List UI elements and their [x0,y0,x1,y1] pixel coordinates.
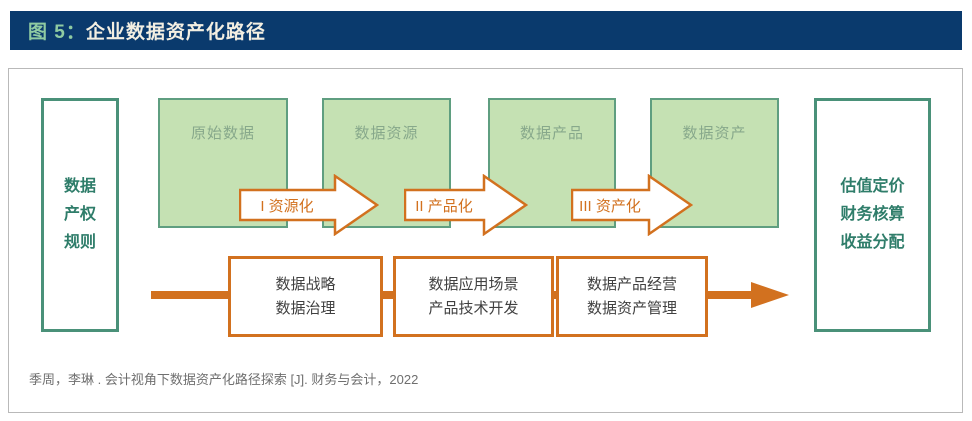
transform-arrow-resourcing: I 资源化 [239,174,379,236]
process-box-strategy-governance: 数据战略 数据治理 [228,256,383,337]
right-box-line: 财务核算 [840,206,905,223]
block-arrow-icon [571,174,693,236]
transform-label: III 资产化 [579,197,641,215]
right-box-line: 估值定价 [840,178,905,195]
valuation-accounting-box: 估值定价 财务核算 收益分配 [814,98,931,332]
stage-label: 数据资产 [682,125,747,142]
process-line: 数据应用场景 [428,275,519,293]
process-flow-arrowhead-icon [751,282,789,308]
citation-text: 季周，李琳 . 会计视角下数据资产化路径探索 [J]. 财务与会计，2022 [29,372,419,387]
diagram-container: 数据 产权 规则 原始数据 数据资源 数据产品 数据资产 I 资源化 [8,68,963,413]
block-arrow-icon [239,174,379,236]
transform-label: II 产品化 [415,197,473,215]
process-line: 数据资产管理 [586,299,677,317]
transform-arrow-capitalization: III 资产化 [571,174,693,236]
left-box-line: 产权 [63,206,96,223]
process-line: 数据产品经营 [586,275,677,293]
figure-number-label: 图 5： [28,22,86,43]
process-box-scenario-development: 数据应用场景 产品技术开发 [393,256,554,337]
process-line: 产品技术开发 [428,299,519,317]
left-box-line: 数据 [63,178,96,195]
figure-title: 企业数据资产化路径 [85,22,266,43]
data-property-rules-box: 数据 产权 规则 [41,98,119,332]
right-box-line: 收益分配 [840,234,905,251]
stage-label: 原始数据 [190,125,255,142]
stage-label: 数据资源 [354,125,419,142]
left-box-line: 规则 [63,234,96,251]
process-box-operation-management: 数据产品经营 数据资产管理 [556,256,708,337]
transform-label: I 资源化 [260,197,314,215]
transform-arrow-productization: II 产品化 [404,174,528,236]
figure-header-bar: 图 5： 企业数据资产化路径 [10,11,962,50]
block-arrow-icon [404,174,528,236]
stage-box-raw-data: 原始数据 [158,98,288,228]
process-line: 数据治理 [275,299,336,317]
stage-label: 数据产品 [519,125,584,142]
process-line: 数据战略 [275,275,336,293]
